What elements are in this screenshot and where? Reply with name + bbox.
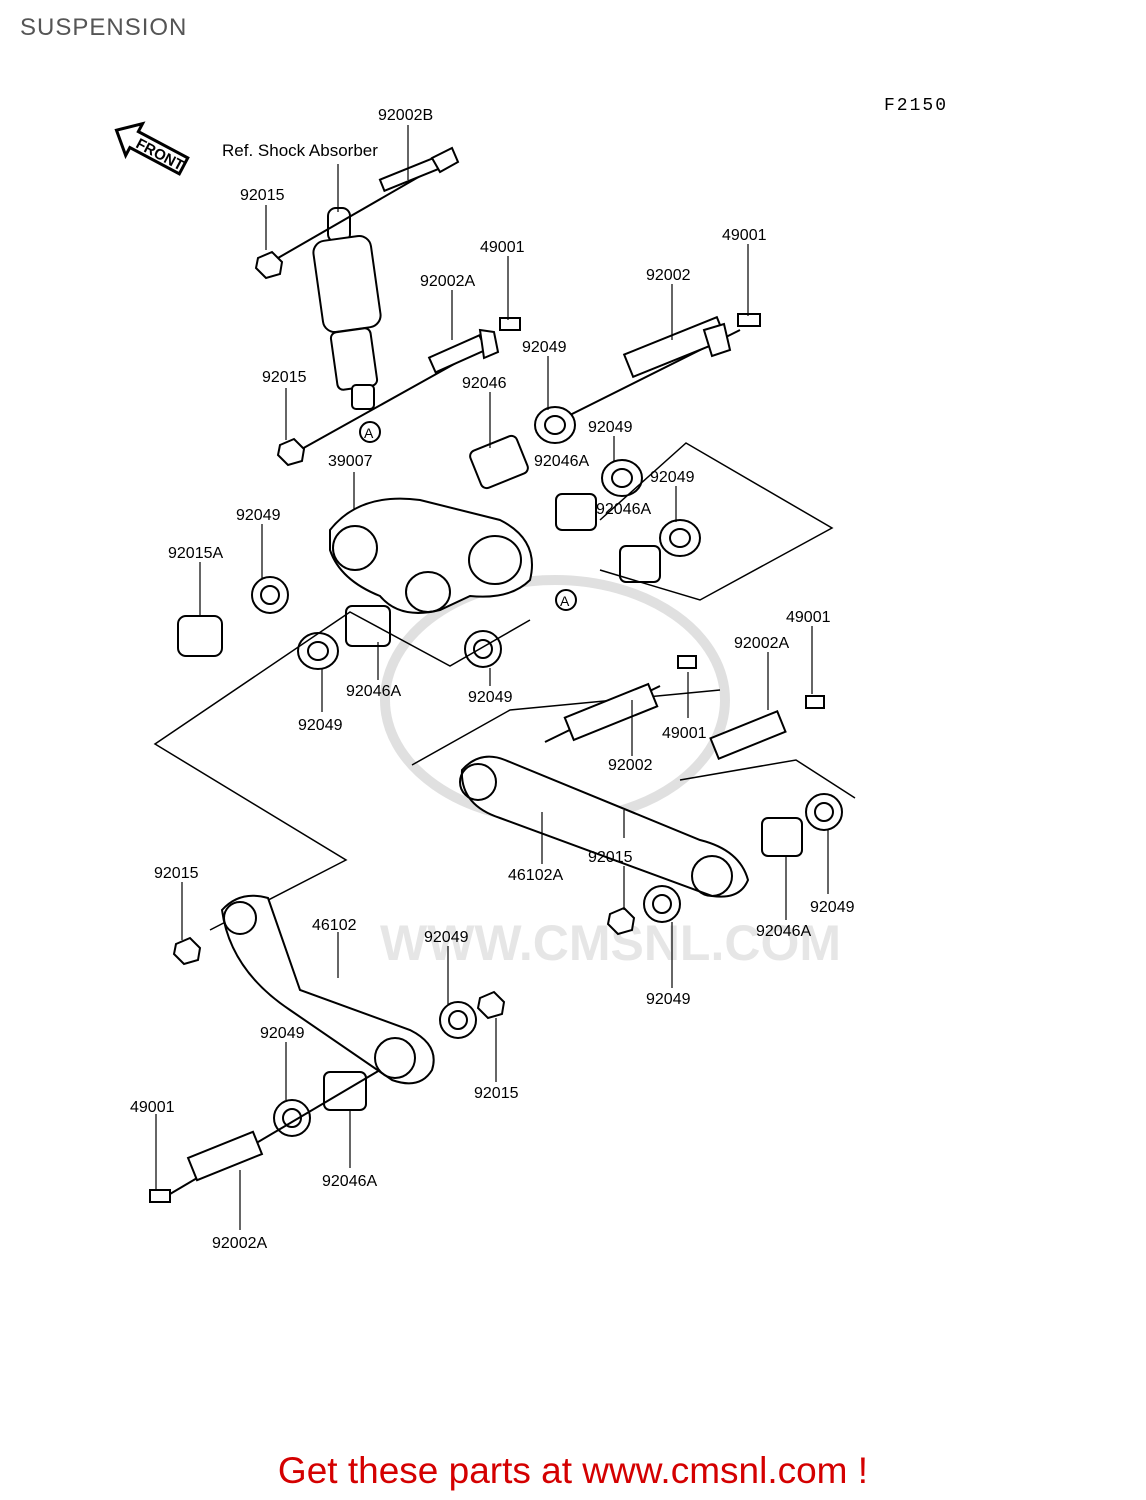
shock-absorber: [312, 207, 382, 410]
label-92015: 92015: [154, 865, 199, 882]
watermark: WWW.CMSNL.COM: [380, 575, 841, 971]
label-92049: 92049: [468, 689, 513, 706]
nut-icon: [476, 990, 506, 1020]
label-92046a: 92046A: [322, 1173, 377, 1190]
label-92049: 92049: [424, 929, 469, 946]
pin-92002-mid: [544, 682, 661, 743]
label-92049: 92049: [810, 899, 855, 916]
label-92046a: 92046A: [596, 501, 651, 518]
label-92049: 92049: [298, 717, 343, 734]
pin-92002a-bottom: [169, 1069, 381, 1195]
label-92049: 92049: [522, 339, 567, 356]
seal-92049: [643, 885, 681, 923]
exploded-parts-diagram: WWW.CMSNL.COM FRONT: [114, 107, 856, 1252]
label-92002: 92002: [608, 757, 653, 774]
label-92015: 92015: [262, 369, 307, 386]
label-92049: 92049: [650, 469, 695, 486]
label-49001: 49001: [722, 227, 767, 244]
svg-text:A: A: [364, 425, 374, 441]
seal-92049: [659, 519, 701, 557]
label-92046a: 92046A: [756, 923, 811, 940]
label-92015: 92015: [240, 187, 285, 204]
label-92002a: 92002A: [420, 273, 475, 290]
nut-icon: [254, 250, 284, 280]
grease-nipple-icon: [737, 313, 761, 327]
spacer-92015a: [177, 615, 223, 657]
label-49001: 49001: [786, 609, 831, 626]
page-title: SUSPENSION: [20, 14, 188, 41]
label-46102: 46102: [312, 917, 357, 934]
bearing-92046a: [619, 545, 661, 583]
nut-icon: [172, 936, 202, 966]
ref-note: Ref. Shock Absorber: [222, 141, 378, 160]
tie-rod-46102a: [459, 755, 750, 898]
seal-92049: [601, 459, 643, 497]
label-92049: 92049: [588, 419, 633, 436]
figure-code: F2150: [884, 96, 949, 116]
bolt-92002b: [277, 146, 460, 259]
label-92002a: 92002A: [212, 1235, 267, 1252]
label-92015: 92015: [474, 1085, 519, 1102]
label-92046: 92046: [462, 375, 507, 392]
pin-92002a-mid: [709, 710, 787, 760]
bearing-92046a: [555, 493, 597, 531]
label-49001: 49001: [480, 239, 525, 256]
leader-lines: [155, 125, 829, 1230]
grease-nipple-icon: [805, 695, 825, 709]
assembly-outline: [153, 611, 531, 931]
label-46102a: 46102A: [508, 867, 563, 884]
bearing-92046a: [761, 817, 803, 857]
label-92002b: 92002B: [378, 107, 433, 124]
label-92002: 92002: [646, 267, 691, 284]
seal-92049: [273, 1099, 311, 1137]
grease-nipple-icon: [677, 655, 697, 669]
seal-92049: [534, 406, 576, 444]
marker-a: A: [359, 421, 381, 443]
seal-92049: [464, 630, 502, 668]
grease-nipple-icon: [149, 1189, 171, 1203]
label-92046a: 92046A: [346, 683, 401, 700]
nut-icon: [276, 437, 306, 467]
label-92015a: 92015A: [168, 545, 223, 562]
pin-92002-top: [539, 315, 741, 431]
seal-92049: [297, 632, 339, 670]
seal-92049: [805, 793, 843, 831]
front-arrow-icon: FRONT: [114, 121, 190, 176]
label-39007: 39007: [328, 453, 373, 470]
label-92002a: 92002A: [734, 635, 789, 652]
bearing-92046: [469, 434, 529, 490]
svg-text:A: A: [560, 593, 570, 609]
part-labels: Ref. Shock Absorber 92002B 92015 49001 9…: [130, 107, 855, 1252]
footer-link[interactable]: Get these parts at www.cmsnl.com !: [277, 1450, 869, 1491]
rocker-arm-39007: [329, 497, 533, 614]
label-92049: 92049: [260, 1025, 305, 1042]
label-92015: 92015: [588, 849, 633, 866]
label-49001: 49001: [130, 1099, 175, 1116]
seal-92049: [439, 1001, 477, 1039]
marker-a: A: [555, 589, 577, 611]
label-92046a: 92046A: [534, 453, 589, 470]
outline-plane: [599, 442, 834, 601]
label-92049: 92049: [236, 507, 281, 524]
seal-92049: [251, 576, 289, 614]
grease-nipple-icon: [499, 317, 521, 331]
label-92049: 92049: [646, 991, 691, 1008]
pin-92002a-top: [299, 328, 500, 451]
label-49001: 49001: [662, 725, 707, 742]
bearing-92046a: [345, 605, 391, 647]
tie-rod-46102: [220, 894, 435, 1085]
